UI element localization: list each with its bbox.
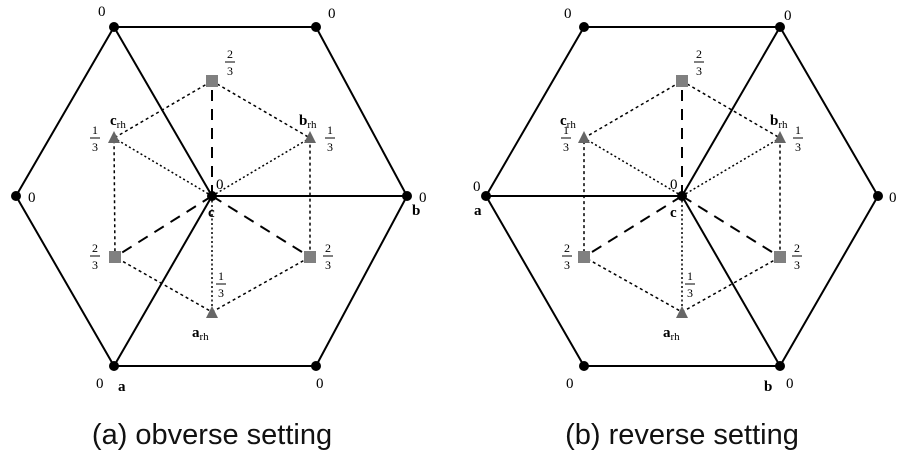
fraction-denominator: 3 [92,258,98,272]
panel-reverse: 0 0 0 0 0 0 0 c a b crh brh arh 2 3 1 3 … [473,6,897,451]
rh-label-c: crh [560,113,576,131]
vertex-dot [775,361,785,371]
center-label: 0 [670,177,678,193]
fraction-denominator: 3 [794,258,800,272]
spoke-dashed-right [211,195,311,258]
corner-label: 0 [98,4,106,20]
axis-label-c: c [208,205,215,221]
rh-label-c: crh [110,113,126,131]
corner-label: 0 [889,190,897,206]
fraction-numerator: 1 [795,123,801,137]
square-marker-left [578,251,590,263]
vertex-dot [109,22,119,32]
fraction-numerator: 1 [92,123,98,137]
triangle-marker-brh [304,131,316,143]
fraction-numerator: 2 [325,241,331,255]
vertex-dot [775,22,785,32]
vertex-dot [873,191,883,201]
rh-label-b: brh [299,113,317,131]
axis-label-b: b [764,379,772,395]
triangle-marker-arh [206,306,218,318]
fraction-denominator: 3 [696,64,702,78]
axis-label-a: a [474,203,482,219]
axis-label-b: b [412,203,420,219]
triangle-marker-crh [578,131,590,143]
rh-label-a: arh [663,325,680,343]
panel-caption: (b) reverse setting [565,419,799,451]
axis-label-a: a [118,379,126,395]
fraction-numerator: 1 [218,269,224,283]
fraction-numerator: 2 [696,47,702,61]
corner-label: 0 [566,376,574,392]
vertex-dot [311,22,321,32]
square-marker-top [206,75,218,87]
panel-obverse: 0 0 0 0 0 0 0 c b a crh brh arh 2 3 1 [11,4,427,451]
vertex-dot [109,361,119,371]
spoke-dotted-brh [211,137,311,197]
axis-corner-line [681,26,781,197]
center-label: 0 [216,177,224,193]
fraction-denominator: 3 [92,140,98,154]
fraction-denominator: 3 [563,140,569,154]
fraction-numerator: 2 [564,241,570,255]
fraction-denominator: 3 [218,286,224,300]
fraction-denominator: 3 [564,258,570,272]
triangle-marker-arh [676,306,688,318]
vertex-dot [11,191,21,201]
corner-label: 0 [28,190,36,206]
corner-label: 0 [316,376,324,392]
corner-label: 0 [419,190,427,206]
triangle-marker-brh [774,131,786,143]
axis-corner-line [113,26,213,197]
fraction-numerator: 1 [327,123,333,137]
fraction-numerator: 2 [794,241,800,255]
triangle-marker-crh [108,131,120,143]
vertex-dot [402,191,412,201]
square-marker-top [676,75,688,87]
corner-label: 0 [784,8,792,24]
panel-caption: (a) obverse setting [92,419,332,451]
corner-label: 0 [473,179,481,195]
axis-label-c: c [670,205,677,221]
square-marker-right [304,251,316,263]
square-marker-right [774,251,786,263]
vertex-dot [481,191,491,201]
fraction-denominator: 3 [227,64,233,78]
spoke-dotted-brh [681,137,781,197]
axis-b-line [681,195,781,367]
center-dot [677,191,687,201]
fraction-numerator: 1 [687,269,693,283]
corner-label: 0 [564,6,572,22]
fraction-denominator: 3 [795,140,801,154]
corner-label: 0 [786,376,794,392]
fraction-denominator: 3 [327,140,333,154]
spoke-dashed-right [681,195,781,258]
fraction-numerator: 2 [227,47,233,61]
center-dot [207,191,217,201]
axis-a-line [113,195,213,367]
spoke-dashed-left [583,195,683,258]
fraction-numerator: 1 [563,123,569,137]
square-marker-left [109,251,121,263]
spoke-dotted-crh [113,137,213,197]
fraction-numerator: 2 [92,241,98,255]
rh-label-a: arh [192,325,209,343]
vertex-dot [311,361,321,371]
rh-label-b: brh [770,113,788,131]
vertex-dot [579,22,589,32]
corner-label: 0 [96,376,104,392]
fraction-denominator: 3 [325,258,331,272]
spoke-dashed-left [114,195,213,258]
spoke-dotted-crh [583,137,683,197]
corner-label: 0 [328,6,336,22]
fraction-denominator: 3 [687,286,693,300]
vertex-dot [579,361,589,371]
